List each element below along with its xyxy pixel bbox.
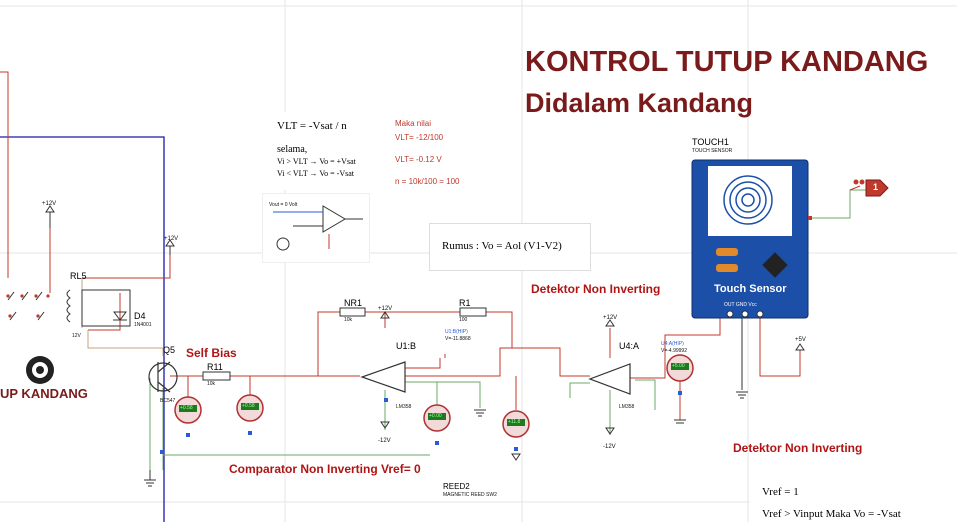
comparator-image: Vout = 0 Volt <box>262 193 370 263</box>
reed-model: MAGNETIC REED SW2 <box>443 492 497 498</box>
voltmeter-4-value: +11.8 <box>508 419 521 425</box>
resistor-nr1-label: NR1 <box>344 298 363 308</box>
rumus-text: Rumus : Vo = Aol (V1-V2) <box>442 240 562 252</box>
rumus-box: Rumus : Vo = Aol (V1-V2) <box>429 223 591 271</box>
touch-label: TOUCH1 <box>692 137 729 147</box>
output-port-label: 1 <box>873 182 879 192</box>
vref-box: Vref = 1 Vref > Vinput Maka Vo = -Vsat <box>750 470 957 522</box>
voltmeter-3-value: +0.00 <box>429 413 442 419</box>
opamp-u1b-voltage: V=-11.8868 <box>445 336 471 342</box>
supply-neg12v-1: -12V <box>378 438 391 444</box>
voltmeter-1-value: +0.58 <box>180 405 193 411</box>
page-subtitle: Didalam Kandang <box>525 88 754 118</box>
touch-pins-labels: OUT GND Vcc <box>724 302 757 308</box>
supply-5v: +5V <box>795 337 806 343</box>
opamp-u4a-voltage: V=-4.99992 <box>661 348 687 354</box>
touch-model: TOUCH SENSOR <box>692 148 733 154</box>
opamp-u1b-label: U1:B <box>396 341 417 351</box>
note-maka: Maka nilai <box>395 119 432 128</box>
diode-label: D4 <box>134 311 146 321</box>
formula-selama: selama, <box>277 144 308 155</box>
transistor-label: Q5 <box>163 345 176 355</box>
formula-vlt: VLT = -Vsat / n <box>277 120 347 132</box>
note-vlt1: VLT= -12/100 <box>395 133 444 142</box>
comparator-label: Vout = 0 Volt <box>269 202 298 208</box>
page-title: KONTROL TUTUP KANDANG <box>525 46 929 78</box>
touch-board-title: Touch Sensor <box>714 283 787 295</box>
opamp-u1b-model: LM358 <box>396 404 412 410</box>
supply-12v-1: +12V <box>42 201 57 207</box>
label-self-bias: Self Bias <box>186 346 237 360</box>
transistor-model: BC547 <box>160 398 176 404</box>
label-detektor-1: Detektor Non Inverting <box>531 282 661 296</box>
resistor-nr1-value: 10k <box>344 317 353 323</box>
formula-image: VLT = -Vsat / n selama, Vi > VLT → Vo = … <box>265 112 375 190</box>
relay-label: RL5 <box>70 271 87 281</box>
supply-12v-4: +12V <box>603 315 618 321</box>
resistor-r11-value: 10k <box>207 381 216 387</box>
opamp-u4a-label: U4:A <box>619 341 640 351</box>
vref-line2: Vref > Vinput Maka Vo = -Vsat <box>762 508 901 520</box>
relay-voltage: 12V <box>72 333 81 339</box>
resistor-r1-value: 100 <box>459 317 468 323</box>
resistor-r1-label: R1 <box>459 298 471 308</box>
resistor-r11-label: R11 <box>207 362 223 372</box>
supply-neg12v-2: -12V <box>603 444 616 450</box>
diode-model: 1N4001 <box>134 322 152 328</box>
label-tup-kandang: UP KANDANG <box>0 386 88 401</box>
note-n: n = 10k/100 = 100 <box>395 177 460 186</box>
supply-12v-3: +12V <box>378 306 393 312</box>
opamp-u4a-probe: U4:A(HIP) <box>661 341 684 347</box>
formula-line2: Vi < VLT → Vo = -Vsat <box>277 169 354 178</box>
voltmeter-5-value: +5.00 <box>672 363 685 369</box>
voltmeter-2-value: +0.58 <box>242 403 255 409</box>
label-comparator: Comparator Non Inverting Vref= 0 <box>229 462 421 476</box>
vref-line1: Vref = 1 <box>762 486 799 498</box>
touch-pin-label: TestPin <box>772 218 789 224</box>
formula-line1: Vi > VLT → Vo = +Vsat <box>277 157 356 166</box>
supply-12v-2: +12V <box>164 236 179 242</box>
note-vlt2: VLT= -0.12 V <box>395 155 442 164</box>
reed-label: REED2 <box>443 482 470 491</box>
opamp-u1b-probe: U1:B(HIP) <box>445 329 468 335</box>
label-detektor-2: Detektor Non Inverting <box>733 441 863 455</box>
opamp-u4a-model: LM358 <box>619 404 635 410</box>
